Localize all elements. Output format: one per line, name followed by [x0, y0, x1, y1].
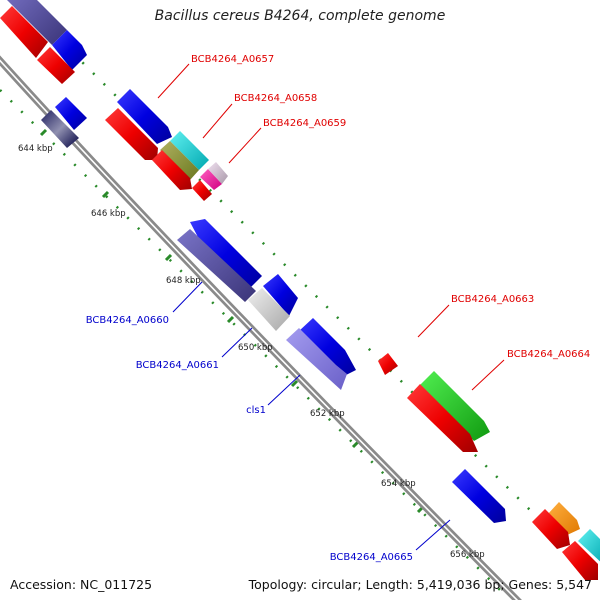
- gene-arrow-A0660[interactable]: [190, 219, 262, 290]
- gene-arrow-blue-small[interactable]: [55, 97, 87, 130]
- gene-arrow-cls1[interactable]: [286, 328, 347, 390]
- gene-arrow-red-bottom-2[interactable]: [562, 541, 598, 580]
- gene-label-A0659[interactable]: BCB4264_A0659: [263, 118, 346, 129]
- gene-arrow-red-small[interactable]: [192, 180, 212, 201]
- label-leader-lines: [157, 63, 505, 551]
- gene-arrow-red-2[interactable]: [37, 47, 75, 84]
- gene-arrow-red-A0658[interactable]: [152, 150, 192, 190]
- gene-label-A0660[interactable]: BCB4264_A0660: [86, 315, 169, 326]
- gene-arrow-red-bottom[interactable]: [532, 509, 570, 549]
- gene-arrow-cyan-bottom[interactable]: [578, 529, 600, 566]
- gene-arrow-A0664[interactable]: [420, 371, 490, 441]
- gene-label-A0663[interactable]: BCB4264_A0663: [451, 294, 534, 305]
- gene-arrow-slate-long[interactable]: [177, 229, 256, 302]
- gene-arrow-A0665[interactable]: [452, 469, 506, 523]
- accession-text: Accession: NC_011725: [10, 577, 153, 592]
- gene-arrow-top-blue[interactable]: [52, 30, 87, 70]
- gene-arrow-A0663[interactable]: [378, 353, 398, 375]
- kbp-label-650: 650 kbp: [238, 343, 273, 353]
- gene-label-A0664[interactable]: BCB4264_A0664: [507, 349, 590, 360]
- kbp-label-648: 648 kbp: [166, 276, 201, 286]
- gene-arrow-A0657[interactable]: [117, 89, 172, 144]
- genome-backbone: [0, 55, 522, 600]
- gene-arrow-red-A0664[interactable]: [407, 384, 478, 452]
- gene-arrow-A0658[interactable]: [170, 131, 209, 170]
- gene-arrow-top-slate[interactable]: [5, 0, 67, 45]
- gene-label-A0658[interactable]: BCB4264_A0658: [234, 93, 317, 104]
- kbp-label-646: 646 kbp: [91, 209, 126, 219]
- gene-arrow-pink[interactable]: [200, 162, 228, 190]
- gene-arrow-top-red[interactable]: [0, 6, 48, 58]
- gene-arrow-grey[interactable]: [248, 288, 290, 331]
- topology-text: Topology: circular; Length: 5,419,036 bp…: [248, 577, 592, 592]
- gene-label-A0661[interactable]: BCB4264_A0661: [136, 360, 219, 371]
- gene-arrow-navy[interactable]: [41, 110, 79, 148]
- gene-arrow-red-A0657[interactable]: [105, 108, 158, 160]
- genome-title: Bacillus cereus B4264, complete genome: [154, 8, 446, 24]
- kbp-label-644: 644 kbp: [18, 144, 53, 154]
- gene-arrow-A0658b[interactable]: [160, 141, 199, 180]
- kbp-label-656: 656 kbp: [450, 550, 485, 560]
- gene-arrow-A0660-right[interactable]: [263, 274, 298, 316]
- gene-label-cls1[interactable]: cls1: [246, 405, 266, 416]
- gene-arrow-orange[interactable]: [547, 502, 580, 536]
- gene-label-A0657[interactable]: BCB4264_A0657: [191, 54, 274, 65]
- gene-label-A0665[interactable]: BCB4264_A0665: [330, 552, 413, 563]
- kbp-label-654: 654 kbp: [381, 479, 416, 489]
- kbp-label-652: 652 kbp: [310, 409, 345, 419]
- gene-arrow-A0661[interactable]: [299, 318, 356, 377]
- inner-tick-track: [0, 89, 501, 591]
